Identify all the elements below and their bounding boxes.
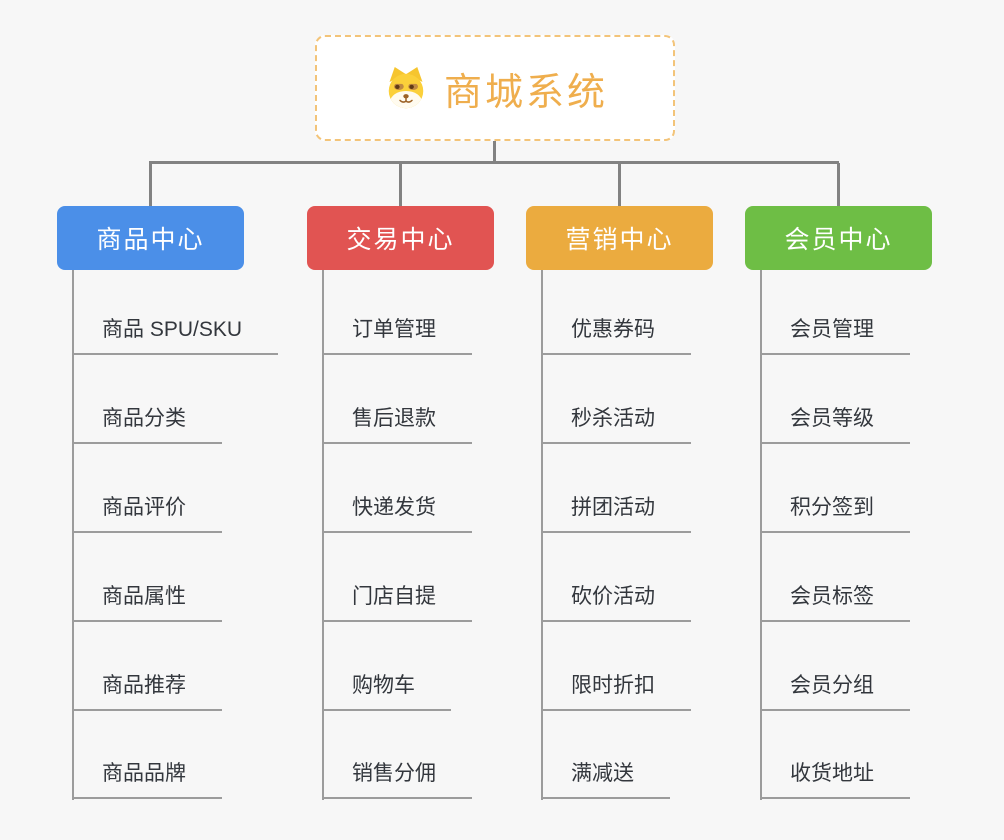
child-node[interactable]: 限时折扣 xyxy=(541,671,691,711)
child-node[interactable]: 售后退款 xyxy=(322,404,472,444)
branch-node-member-center[interactable]: 会员中心 xyxy=(745,206,932,270)
branch-child-line xyxy=(72,270,74,800)
branch-column-product: 商品中心 商品 SPU/SKU 商品分类 商品评价 商品属性 商品推荐 商品品牌 xyxy=(57,0,279,840)
branch-child-line xyxy=(322,270,324,800)
child-node[interactable]: 拼团活动 xyxy=(541,493,691,533)
branch-child-line xyxy=(541,270,543,800)
child-node[interactable]: 门店自提 xyxy=(322,582,472,622)
child-node[interactable]: 商品分类 xyxy=(72,404,222,444)
child-node[interactable]: 秒杀活动 xyxy=(541,404,691,444)
connector-drop-product xyxy=(149,163,152,206)
child-node[interactable]: 会员标签 xyxy=(760,582,910,622)
connector-drop-trade xyxy=(399,163,402,206)
connector-horizontal xyxy=(149,161,839,164)
root-title: 商城系统 xyxy=(443,71,608,114)
child-node[interactable]: 购物车 xyxy=(322,671,451,711)
branch-column-trade: 交易中心 订单管理 售后退款 快递发货 门店自提 购物车 销售分佣 xyxy=(307,0,494,840)
branch-node-marketing-center[interactable]: 营销中心 xyxy=(526,206,713,270)
dog-face-icon xyxy=(382,64,430,112)
root-node[interactable]: 商城系统 xyxy=(315,35,675,141)
child-node[interactable]: 快递发货 xyxy=(322,493,472,533)
connector-drop-marketing xyxy=(618,163,621,206)
child-node[interactable]: 积分签到 xyxy=(760,493,910,533)
child-node[interactable]: 订单管理 xyxy=(322,315,472,355)
child-node[interactable]: 会员等级 xyxy=(760,404,910,444)
child-node[interactable]: 收货地址 xyxy=(760,759,910,799)
branch-node-product-center[interactable]: 商品中心 xyxy=(57,206,244,270)
connector-drop-member xyxy=(837,163,840,206)
child-node[interactable]: 商品属性 xyxy=(72,582,222,622)
branch-column-member: 会员中心 会员管理 会员等级 积分签到 会员标签 会员分组 收货地址 xyxy=(745,0,932,840)
branch-node-trade-center[interactable]: 交易中心 xyxy=(307,206,494,270)
child-node[interactable]: 商品评价 xyxy=(72,493,222,533)
child-node[interactable]: 销售分佣 xyxy=(322,759,472,799)
child-node[interactable]: 商品品牌 xyxy=(72,759,222,799)
branch-child-line xyxy=(760,270,762,800)
child-node[interactable]: 砍价活动 xyxy=(541,582,691,622)
child-node[interactable]: 商品推荐 xyxy=(72,671,222,711)
branch-column-marketing: 营销中心 优惠券码 秒杀活动 拼团活动 砍价活动 限时折扣 满减送 xyxy=(526,0,713,840)
child-node[interactable]: 优惠券码 xyxy=(541,315,691,355)
child-node[interactable]: 满减送 xyxy=(541,759,670,799)
child-node[interactable]: 会员分组 xyxy=(760,671,910,711)
child-node[interactable]: 会员管理 xyxy=(760,315,910,355)
child-node[interactable]: 商品 SPU/SKU xyxy=(72,315,279,355)
connector-root-stub xyxy=(493,141,496,163)
